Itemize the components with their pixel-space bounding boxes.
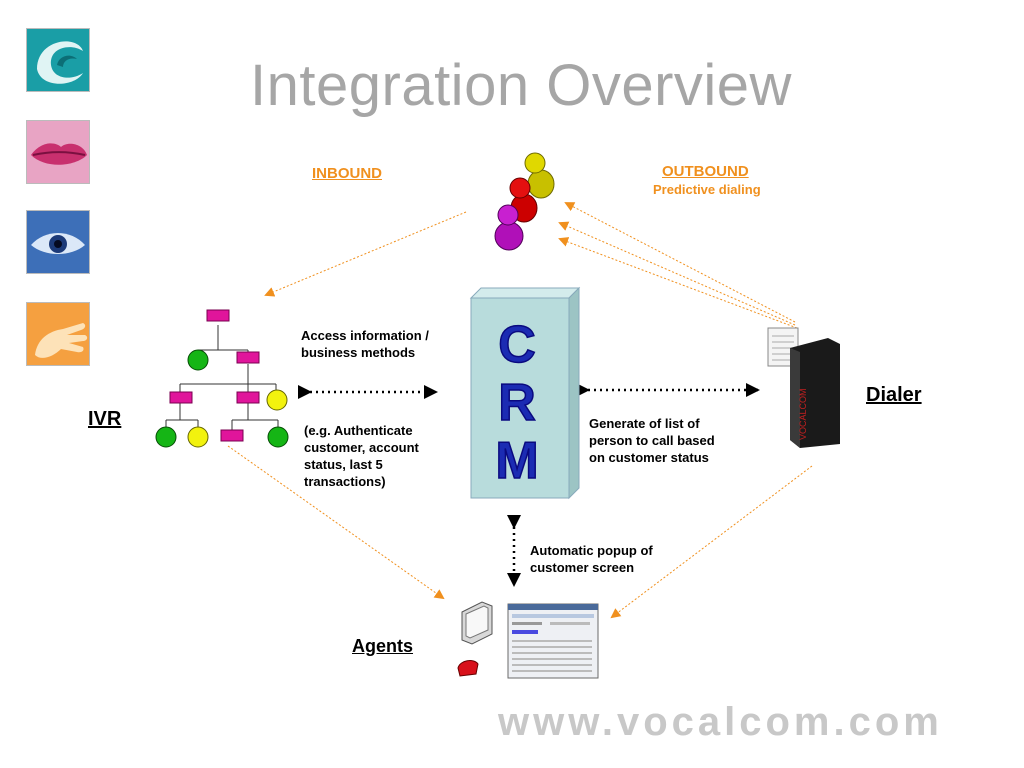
outbound-arrow-3 [558, 237, 798, 329]
inbound-arrow [264, 211, 467, 297]
swirl-thumbnail [26, 28, 90, 92]
popup-note: Automatic popup of customer screen [530, 543, 653, 575]
predictive-dialing-label: Predictive dialing [653, 182, 761, 197]
outbound-arrow-2 [558, 221, 796, 326]
lips-thumbnail [26, 120, 90, 184]
crm-letter-r: R [497, 373, 536, 433]
agent-workstation-icon [457, 601, 599, 679]
svg-text:VOCALCOM: VOCALCOM [798, 388, 808, 440]
outbound-label: OUTBOUND [662, 163, 749, 180]
dialer-server-icon: VOCALCOM [767, 327, 840, 448]
hand-thumbnail [26, 302, 90, 366]
access-info-note: Access information / business methods [301, 328, 429, 360]
dialer-to-agents-arrow [610, 465, 813, 619]
generate-list-note: Generate of list of person to call based… [589, 416, 715, 465]
footer-url: www.vocalcom.com [498, 700, 943, 744]
ivr-tree-icon [155, 309, 289, 448]
eye-thumbnail [26, 210, 90, 274]
crm-letter-m: M [495, 431, 540, 491]
agents-label: Agents [352, 636, 414, 656]
crm-box [469, 286, 581, 500]
crm-letter-c: C [497, 315, 536, 375]
crm-label: C R M [471, 315, 563, 491]
inbound-label: INBOUND [312, 165, 382, 182]
people-group-icon [494, 152, 555, 251]
example-note: (e.g. Authenticate customer, account sta… [304, 423, 419, 489]
ivr-label: IVR [88, 408, 122, 430]
outbound-arrow-1 [564, 202, 796, 323]
dialer-label: Dialer [866, 384, 922, 406]
page-title: Integration Overview [250, 53, 792, 118]
